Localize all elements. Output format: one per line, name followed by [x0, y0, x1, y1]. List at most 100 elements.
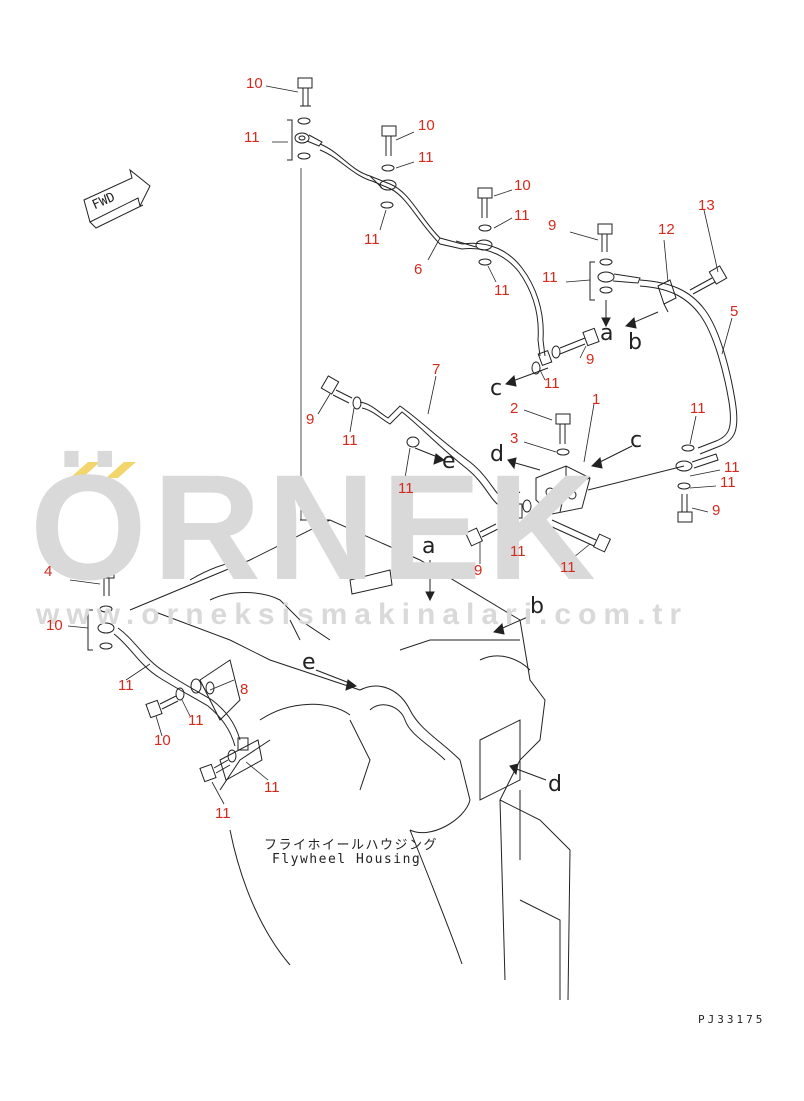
housing-caption-jp: フライホイールハウジング: [264, 838, 439, 853]
bolt-icon: [464, 523, 499, 547]
drawing-code: PJ33175: [698, 1013, 766, 1026]
tube-8: [117, 627, 241, 741]
callout-number: 10: [514, 177, 531, 194]
callout-number: 12: [658, 221, 675, 238]
washer-icon: [556, 448, 570, 456]
callout-number: 10: [154, 732, 171, 749]
bolt-icon: [677, 494, 693, 523]
fwd-arrow-icon: [83, 168, 151, 229]
callout-number: 10: [418, 117, 435, 134]
bracket-left: [287, 119, 293, 161]
washer-icon: [406, 436, 420, 448]
bolt-icon: [320, 375, 353, 404]
watermark-accent: [106, 462, 136, 478]
fitting-icon: [502, 497, 523, 519]
ref-letter: d: [490, 442, 504, 467]
callout-number: 1: [592, 391, 601, 408]
callout-leaders: [67, 85, 733, 805]
tube-6: [319, 143, 546, 357]
ref-letter: c: [630, 428, 643, 453]
callout-number: 11: [418, 149, 434, 166]
washer-icon: [297, 117, 311, 125]
banjo-fitting: [597, 271, 641, 284]
tube-8-outline: [113, 633, 236, 747]
callout-number: 9: [712, 502, 721, 519]
washer-icon: [677, 482, 691, 490]
callout-number: 9: [474, 562, 483, 579]
callout-number: 11: [494, 282, 510, 299]
washer-icon: [522, 499, 532, 513]
bolt-icon: [477, 187, 493, 218]
callout-number: 11: [724, 459, 740, 476]
banjo-fitting: [97, 622, 115, 634]
callout-number: 11: [720, 474, 736, 491]
callout-number: 11: [514, 207, 530, 224]
bolt-icon: [99, 567, 115, 596]
watermark-accent: [70, 462, 100, 478]
bracket-lower-left: [87, 609, 93, 651]
washer-icon: [99, 642, 113, 650]
callout-number: 7: [432, 361, 441, 378]
callout-number: 10: [246, 75, 263, 92]
washer-icon: [99, 605, 113, 613]
bolt-icon: [549, 519, 612, 553]
callout-number: 11: [215, 805, 231, 822]
connector-block-1: [535, 465, 591, 515]
tube-5-extension: [587, 465, 685, 491]
washer-icon: [531, 361, 541, 375]
callout-number: 11: [542, 269, 558, 286]
washer-icon: [352, 396, 362, 410]
callout-number: 6: [414, 261, 423, 278]
callout-number: 11: [264, 779, 280, 796]
housing-caption-en: Flywheel Housing: [272, 852, 422, 867]
ref-letter: a: [422, 534, 436, 559]
callout-number: 11: [398, 480, 414, 497]
callout-number: 11: [342, 432, 358, 449]
arrow-icon: [315, 300, 659, 781]
callout-number: 11: [244, 129, 260, 146]
callout-number: 11: [544, 375, 560, 392]
ref-letter: b: [628, 330, 642, 355]
banjo-fitting: [455, 239, 493, 251]
bracket-lower-left-2: [219, 739, 263, 781]
bolt-icon: [555, 413, 571, 444]
bolt-icon: [145, 695, 179, 719]
bolt-icon: [689, 265, 728, 295]
washer-icon: [681, 444, 695, 452]
banjo-fitting: [675, 453, 719, 472]
ref-letter: e: [442, 449, 456, 474]
callout-number: 10: [46, 617, 63, 634]
bolt-icon: [559, 327, 600, 355]
clamp-12: [657, 279, 677, 313]
ref-letter: c: [490, 376, 503, 401]
callout-number: 11: [364, 231, 380, 248]
bolt-icon: [597, 223, 613, 252]
washer-icon: [380, 201, 394, 209]
callout-number: 8: [240, 681, 249, 698]
bracket-right: [589, 261, 595, 301]
callout-number: 13: [698, 197, 715, 214]
callout-number: 3: [510, 430, 519, 447]
ref-letter: e: [302, 650, 316, 675]
banjo-fitting: [369, 175, 397, 191]
callout-number: 9: [306, 411, 315, 428]
washer-icon: [499, 511, 509, 525]
washer-icon: [478, 258, 492, 266]
callout-number: 4: [44, 563, 53, 580]
washer-icon: [381, 164, 395, 172]
callout-number: 2: [510, 400, 519, 417]
fitting-icon: [190, 678, 215, 695]
tube-6-outline: [319, 149, 541, 357]
callout-number: 11: [560, 559, 576, 576]
banjo-fitting: [294, 132, 323, 147]
callout-number: 9: [586, 351, 595, 368]
bolt-icon: [297, 77, 313, 107]
tube-5: [639, 279, 738, 455]
tube-7: [359, 401, 521, 501]
fitting-icon: [537, 350, 553, 366]
callout-number: 9: [548, 217, 557, 234]
callout-number: 5: [730, 303, 739, 320]
callout-number: 11: [188, 712, 204, 729]
washer-icon: [297, 152, 311, 160]
